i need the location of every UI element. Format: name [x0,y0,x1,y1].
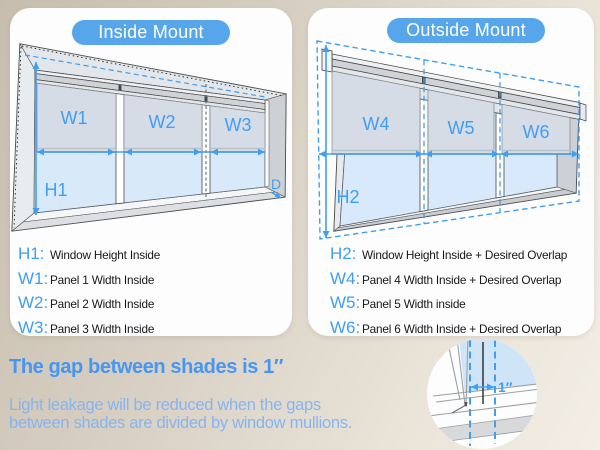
legend-key: H1: [18,244,45,263]
gap-detail-circle: 1″ [427,339,537,449]
label-w1: W1 [61,108,88,128]
inside-mount-title: Inside Mount [98,22,204,42]
label-w3: W3 [225,115,252,135]
legend-key: W6: [330,317,361,337]
legend-row: W2:Panel 2 Width Inside [18,293,160,312]
legend-key: W5: [330,293,361,312]
legend-key: H2: [330,244,357,263]
inside-legend: H1: Window Height Inside W1:Panel 1 Width… [18,244,161,337]
footer-headline: The gap between shades is 1″ [9,356,284,378]
legend-key: W1: [18,268,49,288]
legend-desc: Window Height Inside + Desired Overlap [362,248,568,262]
outside-legend: H2: Window Height Inside + Desired Overla… [330,244,568,337]
legend-key: W4: [330,268,361,288]
legend-row: H2: Window Height Inside + Desired Overla… [330,244,568,263]
outside-mount-diagram: W4 W5 W6 H2 [316,40,587,240]
legend-row: W3:Panel 3 Width Inside [18,318,160,337]
label-h1: H1 [44,180,67,200]
legend-key: W3: [18,317,49,337]
label-w4: W4 [363,114,390,134]
footer-body: Light leakage will be reduced when the g… [9,396,352,432]
label-w6: W6 [523,122,550,142]
footer-body-line1: Light leakage will be reduced when the g… [9,396,321,414]
legend-row: H1: Window Height Inside [18,244,161,263]
inside-mount-pill: Inside Mount [72,20,230,45]
legend-row: W5:Panel 5 Width inside [330,293,567,312]
legend-desc: Panel 5 Width inside [362,297,466,311]
legend-key: W2: [18,293,49,312]
legend-desc: Panel 2 Width Inside [50,297,155,311]
legend-desc: Panel 4 Width Inside + Desired Overlap [362,272,562,287]
label-h2: H2 [336,187,359,207]
outside-mount-pill: Outside Mount [387,18,545,43]
legend-row: W6:Panel 6 Width Inside + Desired Overla… [330,318,567,337]
label-w5: W5 [448,118,475,138]
legend-row: W4:Panel 4 Width Inside + Desired Overla… [330,269,567,288]
gap-label: 1″ [498,379,513,395]
legend-desc: Window Height Inside [50,248,161,262]
legend-desc: Panel 1 Width Inside [50,272,155,287]
legend-desc: Panel 3 Width Inside [50,321,155,336]
inside-mount-card: Inside Mount [10,8,292,337]
footer-body-line2: between shades are divided by window mul… [9,414,352,432]
legend-row: W1:Panel 1 Width Inside [18,269,160,288]
outside-mount-card: Outside Mount [308,8,594,337]
outside-mount-title: Outside Mount [406,20,526,40]
inside-mount-diagram: W1 W2 W3 H1 D [11,42,287,232]
label-d: D [271,176,281,192]
legend-desc: Panel 6 Width Inside + Desired Overlap [362,321,562,336]
label-w2: W2 [149,112,176,132]
